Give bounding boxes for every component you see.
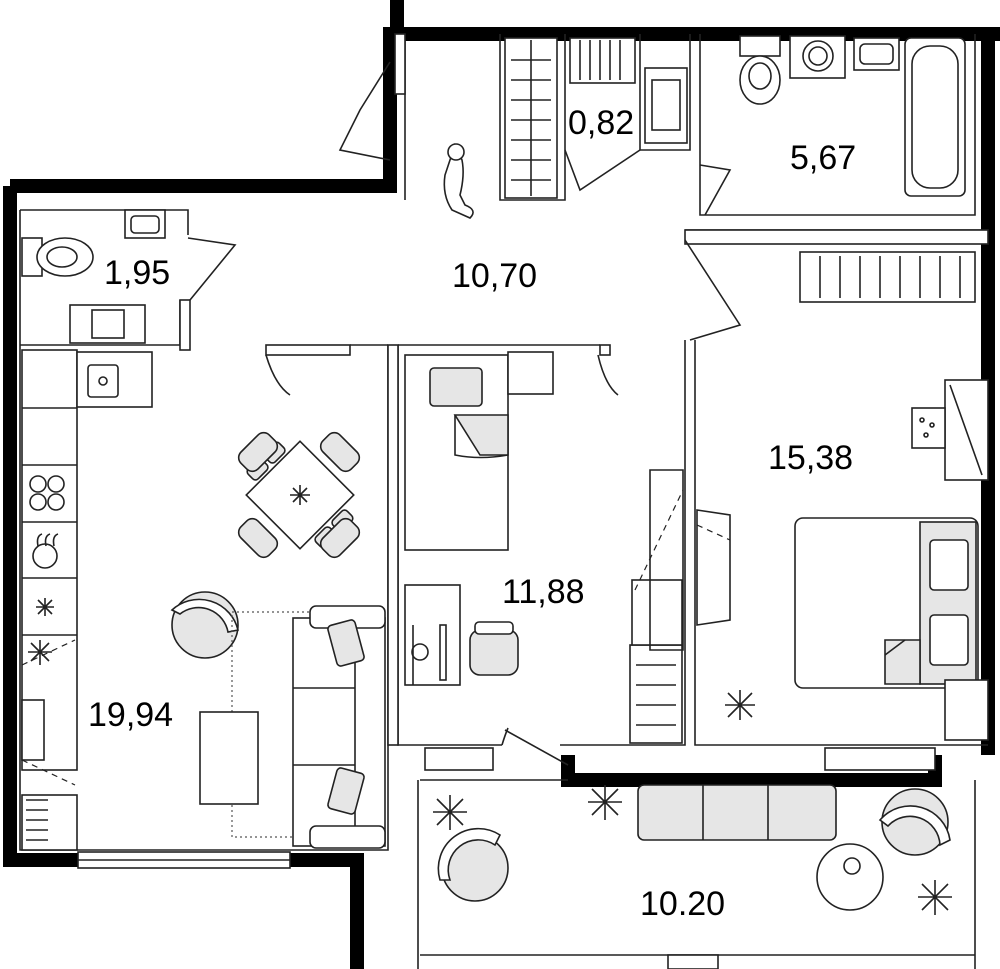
- rug: [231, 611, 353, 838]
- area-label-hallway: 10,70: [452, 257, 537, 295]
- kids-furniture: [404, 351, 554, 686]
- bedroom-wardrobe: [799, 251, 976, 303]
- desk-chair: [469, 629, 519, 676]
- wc-door: [187, 237, 237, 301]
- bedroom-furniture: [696, 379, 989, 741]
- area-label-kids-room: 11,88: [502, 573, 585, 611]
- coffee-table: [199, 711, 259, 805]
- bedroom-lamp: [911, 407, 946, 449]
- kitchen-sink: [76, 351, 153, 408]
- balcony-door: [504, 729, 569, 766]
- wc-cabinet: [69, 304, 146, 344]
- balcony-furniture: [433, 784, 952, 915]
- pillow: [429, 367, 483, 407]
- interior-walls: [19, 33, 989, 851]
- kitchen: [21, 349, 153, 851]
- fridge-mark: [36, 598, 54, 616]
- bathtub: [904, 37, 966, 197]
- living-furniture: [28, 431, 386, 849]
- area-label-living-kitchen: 19,94: [88, 696, 173, 734]
- area-label-bedroom: 15,38: [768, 439, 853, 477]
- area-label-bathroom: 5,67: [790, 139, 856, 177]
- closet-door: [564, 149, 641, 192]
- bedroom-door: [684, 239, 742, 341]
- area-labels: 1,95 10,70 0,82 5,67 15,38 11,88 19,94 1…: [88, 104, 856, 923]
- dog-figure: [443, 142, 474, 219]
- desk: [404, 584, 461, 686]
- plant-icon: [588, 785, 622, 820]
- kids-door: [597, 354, 619, 396]
- toilet-bowl: [739, 55, 781, 105]
- balcony-table: [816, 843, 884, 911]
- plant-icon: [433, 795, 467, 830]
- bath-door: [699, 164, 732, 216]
- stove-burner: [29, 475, 47, 493]
- nightstand: [507, 351, 554, 395]
- wc-toilet: [36, 237, 94, 277]
- area-label-closet: 0,82: [568, 104, 634, 142]
- pillow: [929, 614, 969, 666]
- closet-shelf: [569, 37, 636, 84]
- plant-icon: [725, 690, 755, 720]
- living-door: [265, 354, 291, 396]
- toilet-tank: [739, 35, 781, 57]
- chair: [319, 517, 361, 559]
- shelf: [21, 794, 78, 851]
- entry-door: [338, 61, 391, 161]
- wardrobes: [504, 37, 976, 744]
- kids-shelf: [631, 579, 683, 646]
- chair: [319, 431, 361, 473]
- bathroom-fixtures: [21, 35, 966, 344]
- area-label-wc: 1,95: [104, 254, 170, 292]
- plant-icon: [28, 640, 52, 665]
- doors: [187, 61, 742, 766]
- pillow: [929, 539, 969, 591]
- chair: [237, 517, 279, 559]
- kids-wardrobe: [629, 644, 683, 744]
- plant-icon: [918, 880, 952, 915]
- balcony-sofa: [637, 784, 837, 841]
- area-label-balcony: 10.20: [640, 885, 725, 923]
- hallway-decor: [443, 142, 474, 219]
- chair: [237, 431, 279, 473]
